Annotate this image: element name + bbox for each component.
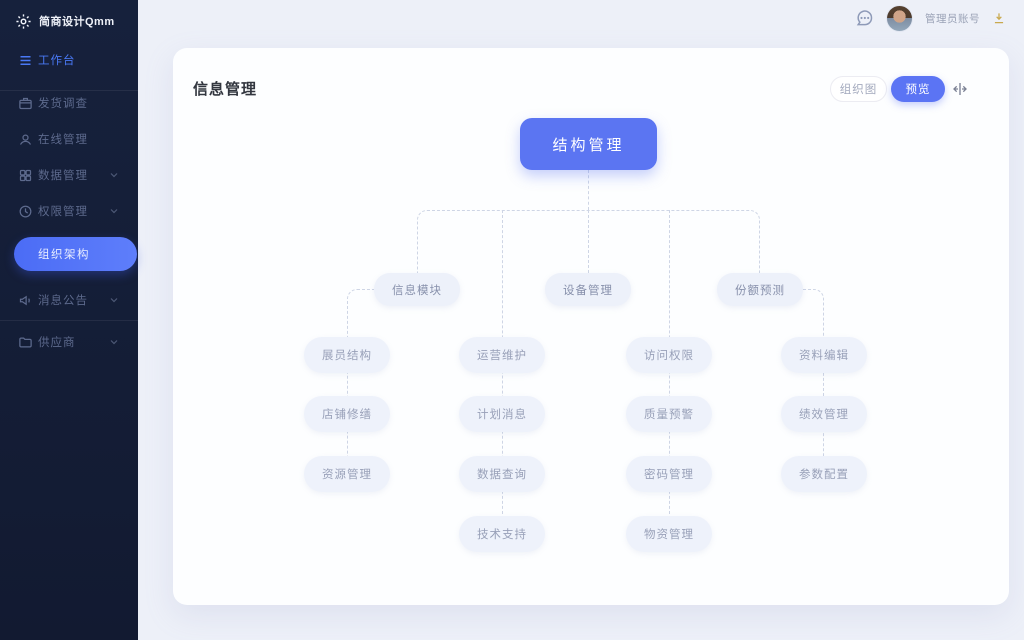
- sidebar-item-suppliers[interactable]: 供应商: [0, 326, 138, 358]
- chevron-down-icon: [108, 336, 120, 348]
- org-node-leaf[interactable]: 运营维护: [459, 337, 545, 373]
- preview-button[interactable]: 预览: [891, 76, 945, 102]
- sidebar-item-permissions[interactable]: 权限管理: [0, 195, 138, 227]
- preview-button-label: 预览: [905, 84, 931, 96]
- grid-icon: [17, 167, 33, 183]
- download-icon[interactable]: [992, 11, 1006, 25]
- org-node-branch[interactable]: 份额预测: [717, 273, 803, 306]
- folder-icon: [17, 334, 33, 350]
- org-node-leaf[interactable]: 店铺修缮: [304, 396, 390, 432]
- sidebar-item-org-structure-active[interactable]: 组织架构: [14, 237, 137, 271]
- sidebar-item-data-management[interactable]: 数据管理: [0, 159, 138, 191]
- sidebar-item-online-management[interactable]: 在线管理: [0, 123, 138, 155]
- org-node-leaf[interactable]: 访问权限: [626, 337, 712, 373]
- connector-column4-elbow: [803, 289, 824, 474]
- clock-icon: [17, 203, 33, 219]
- brand-logo: 简商设计Qmm: [14, 8, 115, 34]
- sidebar-item-label: 供应商: [38, 337, 76, 349]
- orgchart-view-button-label: 组织图: [839, 84, 878, 96]
- org-node-leaf[interactable]: 参数配置: [781, 456, 867, 492]
- top-header: 管理员账号: [138, 0, 1024, 36]
- megaphone-icon: [17, 292, 33, 308]
- sidebar-item-label: 权限管理: [38, 206, 88, 218]
- fullscreen-icon[interactable]: [952, 81, 968, 97]
- box-icon: [17, 95, 33, 111]
- connector-branch-b-drop: [588, 210, 589, 273]
- sidebar: 简商设计Qmm 工作台 发货调查 在线管理: [0, 0, 138, 640]
- org-node-leaf[interactable]: 绩效管理: [781, 396, 867, 432]
- sidebar-item-label: 组织架构: [38, 249, 90, 261]
- username-label: 管理员账号: [925, 12, 980, 25]
- connector-root-drop: [588, 170, 589, 210]
- org-node-leaf[interactable]: 资源管理: [304, 456, 390, 492]
- org-node-leaf[interactable]: 数据查询: [459, 456, 545, 492]
- content-card: 信息管理 组织图 预览 结构管理 信息模块 设备管理 份额预测 展员结构 店铺修…: [173, 48, 1009, 605]
- org-node-root[interactable]: 结构管理: [520, 118, 657, 170]
- org-node-leaf[interactable]: 展员结构: [304, 337, 390, 373]
- connector-column1-elbow: [347, 289, 374, 474]
- orgchart-view-button[interactable]: 组织图: [830, 76, 887, 102]
- sidebar-item-label: 发货调查: [38, 98, 88, 110]
- org-node-leaf[interactable]: 质量预警: [626, 396, 712, 432]
- sidebar-item-label: 在线管理: [38, 134, 88, 146]
- org-node-leaf[interactable]: 物资管理: [626, 516, 712, 552]
- sidebar-item-label: 工作台: [38, 55, 76, 67]
- sidebar-item-workbench[interactable]: 工作台: [0, 44, 138, 76]
- list-icon: [17, 52, 33, 68]
- chevron-down-icon: [108, 205, 120, 217]
- brand-name: 简商设计Qmm: [39, 16, 115, 28]
- org-node-leaf[interactable]: 技术支持: [459, 516, 545, 552]
- headset-icon: [17, 131, 33, 147]
- sidebar-item-label: 消息公告: [38, 295, 88, 307]
- org-node-branch[interactable]: 设备管理: [545, 273, 631, 306]
- avatar[interactable]: [886, 4, 913, 32]
- sidebar-item-label: 数据管理: [38, 170, 88, 182]
- sidebar-divider: [0, 320, 138, 321]
- gear-logo-icon: [14, 12, 32, 30]
- sidebar-item-shipping-survey[interactable]: 发货调查: [0, 87, 138, 119]
- org-node-branch[interactable]: 信息模块: [374, 273, 460, 306]
- sidebar-item-announcements[interactable]: 消息公告: [0, 284, 138, 316]
- org-node-leaf[interactable]: 计划消息: [459, 396, 545, 432]
- page-title: 信息管理: [193, 81, 258, 98]
- org-node-leaf[interactable]: 密码管理: [626, 456, 712, 492]
- org-node-leaf[interactable]: 资料编辑: [781, 337, 867, 373]
- chevron-down-icon: [108, 294, 120, 306]
- chevron-down-icon: [108, 169, 120, 181]
- chat-bubble-icon[interactable]: [854, 8, 874, 28]
- sidebar-divider: [0, 90, 138, 91]
